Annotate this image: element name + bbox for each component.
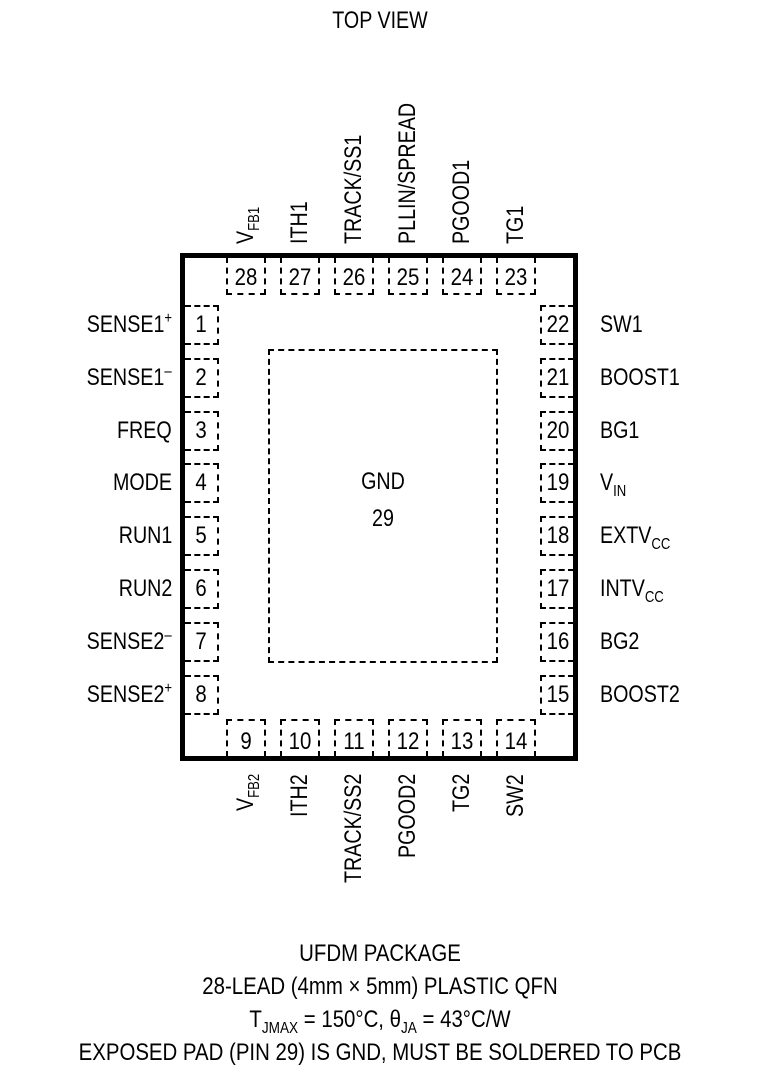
pin-label: PLLIN/SPREAD [394, 102, 421, 244]
pin-number: 11 [343, 728, 365, 755]
pin-number: 3 [195, 416, 207, 444]
pin-pad-22 [540, 305, 574, 345]
exposed-pad [268, 349, 498, 663]
pin-pad-23 [496, 257, 536, 295]
pin-pad-9 [226, 719, 266, 757]
pin-label: ITH1 [286, 201, 313, 244]
pin-pad-1 [185, 305, 219, 345]
pin-label: TRACK/SS1 [340, 134, 367, 244]
pin-label: BG2 [600, 627, 640, 655]
pin-number: 21 [546, 363, 570, 391]
pin-label: SW2 [502, 773, 529, 817]
pin-pad-13 [442, 719, 482, 757]
pin-label: TG2 [448, 773, 475, 813]
pin-label: ITH2 [286, 773, 313, 817]
pin-pad-10 [280, 719, 320, 757]
pin-pad-15 [540, 674, 574, 715]
pin-pad-25 [388, 257, 428, 295]
pin-label: SENSE1– [87, 362, 172, 391]
pin-pad-8 [185, 674, 219, 715]
pin-label: FREQ [117, 416, 172, 444]
pin-number: 12 [396, 728, 420, 755]
pin-pad-21 [540, 357, 574, 398]
pin-label: BOOST1 [600, 363, 680, 391]
pin-pad-6 [185, 569, 219, 609]
pin-number: 5 [195, 522, 207, 550]
pin-number: 9 [240, 728, 252, 755]
pin-number: 10 [288, 728, 312, 755]
pin-number: 2 [195, 363, 207, 391]
pin-label: VIN [600, 469, 627, 501]
pin-pad-27 [280, 257, 320, 295]
pin-label: RUN2 [118, 575, 172, 602]
pin-label: TRACK/SS2 [340, 773, 367, 884]
pin-number: 24 [450, 264, 474, 291]
pin-number: 28 [234, 264, 258, 291]
pin-pad-3 [185, 410, 219, 451]
pin-pad-19 [540, 463, 574, 504]
package-info: UFDM PACKAGE 28-LEAD (4mm × 5mm) PLASTIC… [0, 937, 760, 1069]
pin-pad-17 [540, 569, 574, 609]
thermal-ratings: TJMAX = 150°C, θJA = 43°C/W [249, 1006, 511, 1037]
pin-label: SENSE2– [87, 626, 172, 655]
pin-label: SENSE1+ [86, 310, 172, 338]
package-name: UFDM PACKAGE [299, 940, 461, 967]
pin-number: 1 [195, 311, 207, 338]
exposed-pad-number: 29 [372, 505, 394, 532]
pin-label: PGOOD1 [448, 159, 475, 244]
pin-pad-4 [185, 463, 219, 504]
pin-label: RUN1 [118, 522, 172, 550]
pin-pad-12 [388, 719, 428, 757]
view-label: TOP VIEW [332, 7, 428, 34]
pin-label: VFB1 [232, 206, 263, 244]
pin-number: 25 [396, 264, 420, 291]
pin-number: 17 [546, 575, 570, 602]
pin-label: PGOOD2 [394, 773, 421, 859]
pin-number: 7 [195, 627, 207, 655]
pin-label: BOOST2 [600, 680, 680, 708]
pin-pad-28 [226, 257, 266, 295]
pin-label: TG1 [502, 205, 529, 244]
pin-number: 20 [546, 416, 570, 444]
pin-number: 19 [546, 469, 570, 497]
pin-pad-20 [540, 410, 574, 451]
pin-pad-16 [540, 621, 574, 662]
pin-number: 15 [546, 680, 570, 708]
package-outline [180, 253, 578, 761]
exposed-pad-name: GND [361, 468, 405, 495]
pin-number: 6 [195, 575, 207, 602]
pin-label: SENSE2+ [86, 679, 172, 708]
pin-number: 8 [195, 680, 207, 708]
pin-number: 22 [546, 311, 570, 338]
pin-number: 16 [546, 627, 570, 655]
pin-label: SW1 [600, 311, 643, 338]
exposed-pad-note: EXPOSED PAD (PIN 29) IS GND, MUST BE SOL… [78, 1039, 682, 1066]
pin-number: 13 [450, 728, 474, 755]
pin-label: MODE [112, 469, 172, 497]
pin-number: 4 [195, 469, 207, 497]
pin-label: EXTVCC [600, 522, 671, 553]
pin-pad-18 [540, 516, 574, 557]
pin-pad-24 [442, 257, 482, 295]
pin-number: 14 [504, 728, 528, 755]
pin-number: 18 [546, 522, 570, 550]
pin-pad-26 [334, 257, 374, 295]
pin-number: 27 [288, 264, 312, 291]
pin-label: VFB2 [232, 773, 263, 812]
pin-pad-11 [334, 719, 374, 757]
pin-label: INTVCC [600, 575, 664, 606]
pin-label: BG1 [600, 416, 640, 444]
pin-number: 23 [504, 264, 528, 291]
pin-number: 26 [342, 264, 366, 291]
pin-pad-5 [185, 516, 219, 557]
package-lead: 28-LEAD (4mm × 5mm) PLASTIC QFN [202, 973, 558, 1000]
pin-pad-7 [185, 621, 219, 662]
pin-pad-2 [185, 357, 219, 398]
pin-pad-14 [496, 719, 536, 757]
